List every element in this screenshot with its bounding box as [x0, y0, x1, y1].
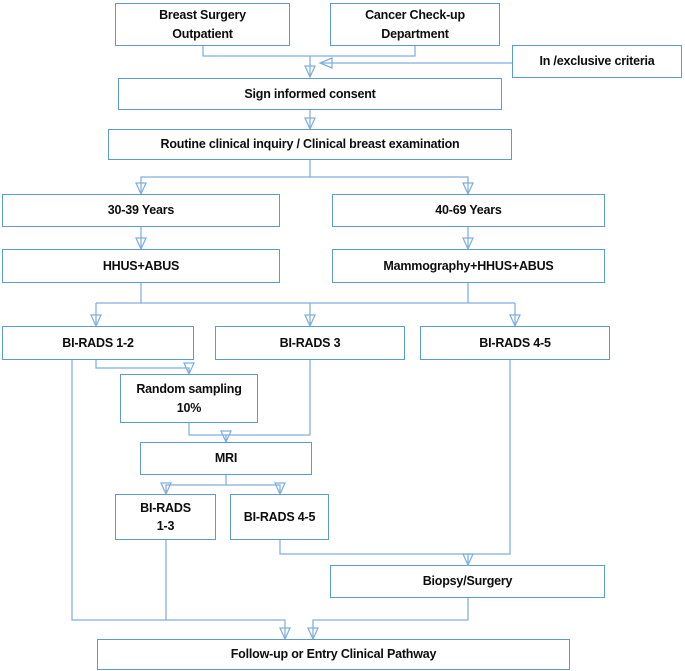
node-birads-4-5-mri[interactable]: BI-RADS 4-5 [230, 494, 329, 540]
arrowhead-sampling [183, 362, 195, 376]
arrowhead-age-40-69 [462, 182, 474, 196]
node-biopsy-surgery[interactable]: Biopsy/Surgery [330, 565, 605, 598]
node-hhus-abus[interactable]: HHUS+ABUS [2, 249, 280, 283]
edge-mri-split [165, 475, 227, 493]
arrowhead-hhus [135, 237, 147, 251]
edge-birads45-to-biopsy [468, 360, 511, 555]
edge-birads3-to-mri [226, 360, 311, 436]
node-breast-surgery-outpatient[interactable]: Breast Surgery Outpatient [115, 3, 290, 46]
arrowhead-birads13 [160, 482, 172, 496]
arrowhead-age-30-39 [135, 182, 147, 196]
edge-outpatient-to-consent [202, 46, 310, 57]
arrowhead-birads45-mri [274, 482, 286, 496]
node-age-40-69[interactable]: 40-69 Years [332, 194, 605, 227]
arrowhead-mammo [462, 237, 474, 251]
arrowhead-birads3 [304, 314, 316, 328]
node-label: Routine clinical inquiry / Clinical brea… [160, 137, 460, 152]
node-birads-3[interactable]: BI-RADS 3 [215, 326, 405, 360]
edge-birads45mri-to-biopsy [279, 540, 469, 564]
node-label: Breast Surgery Outpatient [159, 8, 246, 41]
edge-routine-split-right [310, 176, 469, 193]
edge-routine-split [140, 160, 311, 193]
arrowhead-biopsy [462, 553, 474, 567]
node-label: MRI [214, 451, 238, 466]
node-mri[interactable]: MRI [140, 442, 312, 475]
node-label: HHUS+ABUS [102, 258, 180, 273]
node-label: Cancer Check-up Department [365, 8, 465, 41]
arrowhead-consent [304, 65, 316, 79]
edge-birads12-to-sampling [95, 360, 190, 373]
node-label: BI-RADS 4-5 [243, 509, 316, 524]
node-routine-clinical-inquiry[interactable]: Routine clinical inquiry / Clinical brea… [108, 129, 512, 160]
edge-biopsy-to-followup [312, 598, 469, 638]
node-sign-informed-consent[interactable]: Sign informed consent [118, 78, 502, 110]
arrowhead-followup-right [307, 627, 319, 641]
node-cancer-checkup-department[interactable]: Cancer Check-up Department [330, 3, 500, 46]
arrowhead-routine [304, 117, 316, 131]
node-label: Sign informed consent [244, 86, 376, 101]
node-age-30-39[interactable]: 30-39 Years [2, 194, 280, 227]
node-birads-1-2[interactable]: BI-RADS 1-2 [2, 326, 194, 360]
node-label: 30-39 Years [107, 203, 175, 218]
node-label: BI-RADS 1-3 [140, 500, 191, 533]
arrowhead-birads12 [90, 314, 102, 328]
node-label: BI-RADS 1-2 [62, 335, 134, 350]
node-label: In /exclusive criteria [539, 54, 655, 69]
node-label: 40-69 Years [435, 203, 502, 218]
node-birads-4-5[interactable]: BI-RADS 4-5 [420, 326, 610, 360]
node-follow-up[interactable]: Follow-up or Entry Clinical Pathway [97, 639, 570, 670]
edge-sampling-to-mri [188, 423, 227, 441]
arrowhead-criteria [318, 57, 333, 69]
node-label: Follow-up or Entry Clinical Pathway [230, 647, 437, 662]
edge-mri-split-right [226, 484, 281, 493]
node-random-sampling[interactable]: Random sampling 10% [120, 374, 258, 423]
node-label: Biopsy/Surgery [422, 574, 513, 589]
arrowhead-mri [220, 430, 232, 444]
node-inclusive-exclusive-criteria[interactable]: In /exclusive criteria [512, 45, 682, 78]
arrowhead-birads45 [509, 314, 521, 328]
node-mammography-hhus-abus[interactable]: Mammography+HHUS+ABUS [332, 249, 605, 283]
node-label: Mammography+HHUS+ABUS [383, 258, 554, 273]
node-label: Random sampling 10% [136, 382, 242, 415]
edge-checkup-to-consent [310, 46, 416, 57]
node-birads-1-3-mri[interactable]: BI-RADS 1-3 [115, 494, 216, 540]
edge-birads12-long-left [71, 360, 286, 638]
arrowhead-followup-left [279, 627, 291, 641]
node-label: BI-RADS 3 [279, 335, 341, 350]
node-label: BI-RADS 4-5 [479, 335, 551, 350]
